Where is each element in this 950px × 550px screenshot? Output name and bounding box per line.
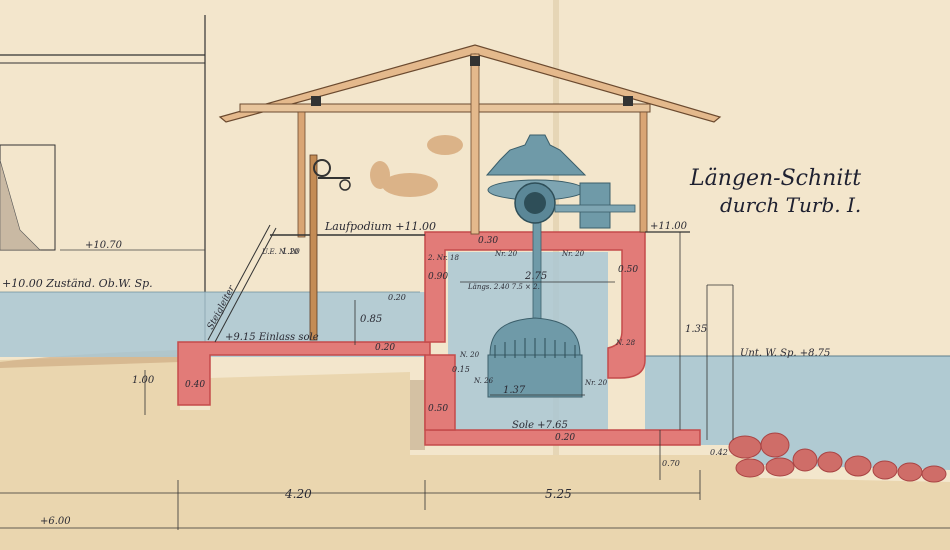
dim-050: 0.50	[618, 265, 638, 275]
dim-270: 2.75	[524, 271, 547, 282]
label-nr28: N. 28	[615, 339, 636, 347]
floor-platform	[270, 231, 690, 236]
label-laufpodium: Laufpodium +11.00	[324, 220, 436, 233]
label-nr20c: Nr. 20	[584, 379, 608, 387]
dim-020b: 0.20	[388, 293, 406, 302]
label-nr26: N. 26	[473, 377, 494, 385]
dim-030: 0.30	[478, 236, 498, 246]
dim-420: 4.20	[284, 487, 312, 501]
dimension-lines	[0, 232, 950, 530]
dim-120: 1.20	[282, 247, 300, 256]
dim-085: 0.85	[360, 314, 382, 325]
dim-525: 5.25	[545, 487, 572, 501]
title-line-1: Längen-Schnitt	[689, 166, 861, 191]
dim-070: 0.70	[662, 459, 680, 468]
dim-042: 0.42	[710, 448, 728, 457]
ladder	[207, 224, 277, 343]
tailwater	[645, 356, 950, 470]
dim-015: 0.15	[452, 365, 470, 374]
dim-135: 1.35	[685, 324, 707, 335]
title-line-2: durch Turb. I.	[720, 193, 861, 217]
roof	[218, 44, 722, 238]
dim-137: 1.37	[503, 385, 526, 396]
dim-050b: 0.50	[428, 404, 448, 414]
label-inner: Längs. 2.40 7.5 × 2.	[467, 283, 540, 291]
concrete-structure	[177, 231, 701, 446]
label-bottom-level: +6.00	[40, 516, 71, 527]
hatched-rock	[0, 159, 41, 251]
label-unterwasser: Unt. W. Sp. +8.75	[740, 348, 830, 359]
dim-090: 0.90	[428, 272, 448, 282]
label-zustand: +10.00 Zuständ. Ob.W. Sp.	[2, 277, 153, 290]
dim-100: 1.00	[132, 375, 155, 386]
label-nr20a: Nr. 20	[494, 250, 518, 258]
dim-020c: 0.20	[555, 433, 575, 443]
label-nr10: U.E. N. 10	[262, 248, 299, 256]
left-building	[0, 15, 206, 360]
turbine-assembly	[485, 134, 636, 398]
earth-ground	[0, 350, 950, 550]
riprap-stones	[728, 432, 947, 483]
label-sole: Sole +7.65	[512, 420, 568, 431]
dim-040: 0.40	[185, 380, 205, 390]
gate-mechanism	[309, 154, 351, 341]
label-nr20b: Nr. 20	[561, 250, 585, 258]
label-einlass: +9.15 Einlass sole	[225, 332, 319, 343]
label-right-top-level: +11.00	[650, 221, 688, 232]
paper-stains	[370, 135, 463, 197]
dim-020a: 0.20	[375, 343, 395, 353]
label-left-level: +10.70	[85, 240, 123, 251]
label-nr20d: N. 20	[459, 351, 480, 359]
label-nr18: 2. Nr. 18	[427, 254, 460, 262]
